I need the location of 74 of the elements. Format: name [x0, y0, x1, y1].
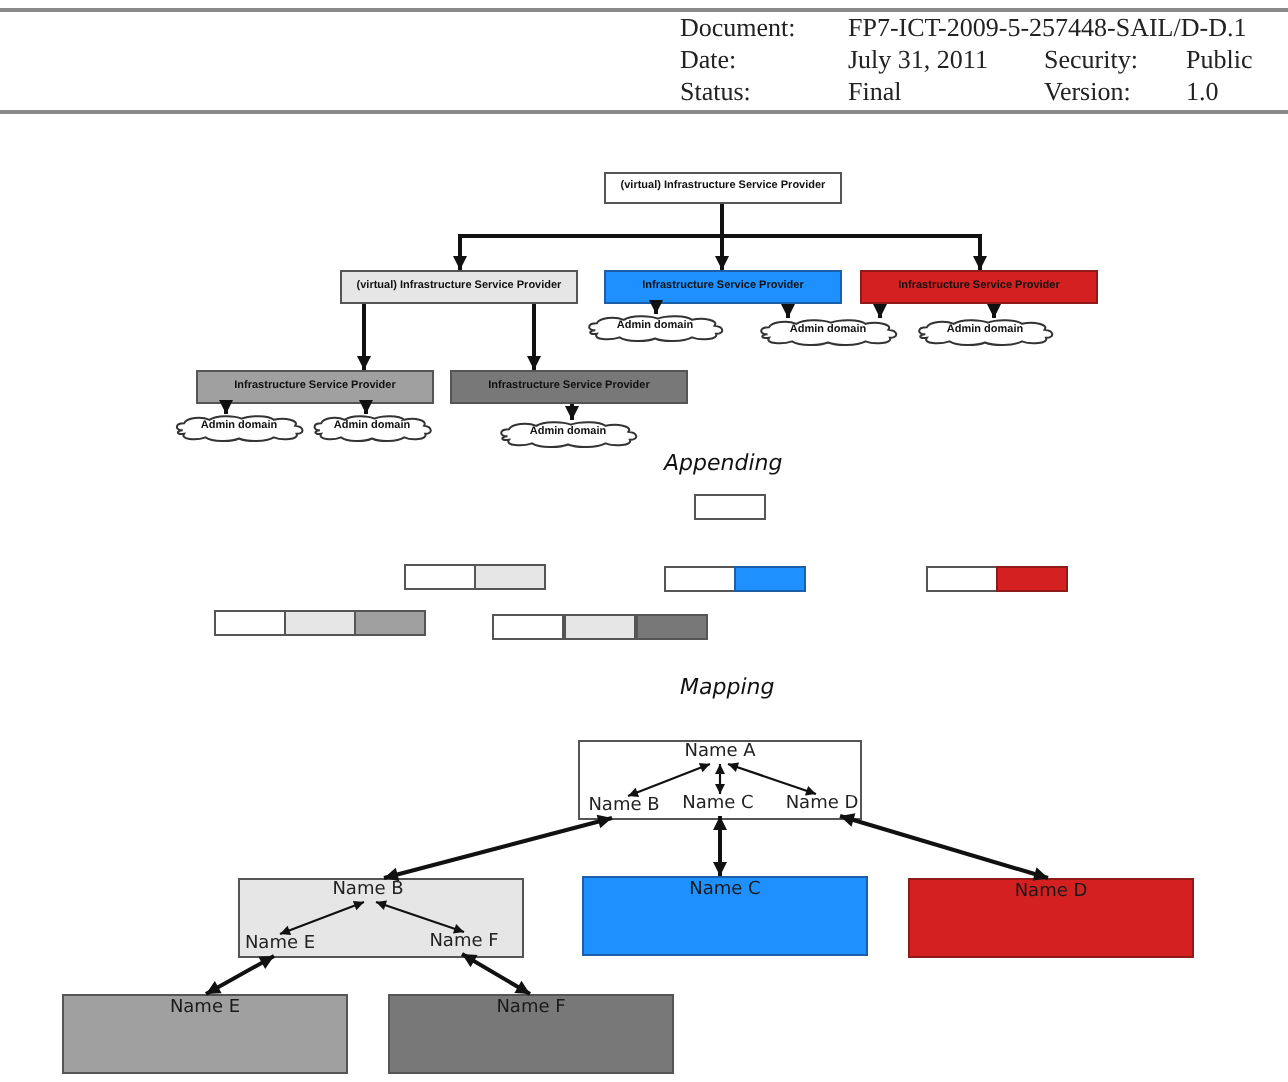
field-value: 1.0	[1186, 76, 1219, 106]
double-arrow	[713, 816, 727, 876]
mapping-box	[388, 994, 674, 1074]
provider-box	[860, 270, 1098, 304]
provider-box	[340, 270, 578, 304]
provider-box	[604, 270, 842, 304]
field-label: Security:	[1044, 44, 1138, 74]
double-arrow	[205, 954, 275, 996]
arrow	[527, 304, 541, 370]
field-value: FP7-ICT-2009-5-257448-SAIL/D-D.1	[848, 12, 1247, 42]
cloud-shape	[756, 318, 900, 346]
name-label: Name F	[427, 932, 501, 954]
arrow	[359, 400, 373, 414]
arrow	[720, 204, 987, 270]
mapping-box	[62, 994, 348, 1074]
provider-box	[196, 370, 434, 404]
provider-box	[564, 614, 636, 640]
provider-box	[284, 610, 356, 636]
provider-box	[474, 564, 546, 590]
cloud-shape	[584, 314, 726, 342]
arrow	[649, 300, 663, 314]
field-value: Public	[1186, 44, 1253, 74]
arrow	[873, 304, 887, 318]
arrow	[357, 304, 371, 370]
double-arrow	[383, 814, 613, 882]
box-label: Name F	[496, 998, 566, 1020]
provider-box	[492, 614, 564, 640]
field-label: Version:	[1044, 76, 1131, 106]
double-arrow	[279, 900, 365, 936]
name-label: Name B	[330, 880, 406, 902]
field-value: Final	[848, 76, 902, 106]
provider-box	[926, 566, 998, 592]
section-heading: Appending	[664, 450, 783, 476]
field-label: Date:	[680, 44, 737, 74]
cloud-shape	[310, 414, 434, 442]
mapping-box	[238, 878, 524, 958]
provider-box	[354, 610, 426, 636]
mapping-box	[908, 878, 1194, 958]
provider-box	[214, 610, 286, 636]
name-label: Name A	[682, 742, 758, 764]
name-label: Name B	[586, 796, 662, 818]
double-arrow	[715, 764, 725, 794]
double-arrow	[727, 762, 817, 796]
arrow	[987, 304, 1001, 318]
cloud-shape	[496, 420, 640, 448]
box-label: Name D	[1014, 882, 1088, 904]
field-value: July 31, 2011	[848, 44, 988, 74]
name-label: Name C	[680, 794, 756, 816]
double-arrow	[461, 952, 531, 996]
provider-box	[604, 172, 842, 204]
arrow	[781, 304, 795, 318]
name-label: Name E	[242, 934, 318, 956]
provider-box	[404, 564, 476, 590]
provider-box	[450, 370, 688, 404]
box-label: Name E	[169, 998, 241, 1020]
field-label: Status:	[680, 76, 751, 106]
provider-box	[734, 566, 806, 592]
arrow	[565, 404, 579, 420]
provider-box	[694, 494, 766, 520]
double-arrow	[839, 813, 1049, 881]
arrow	[219, 400, 233, 414]
provider-box	[664, 566, 736, 592]
provider-box	[996, 566, 1068, 592]
mapping-box	[582, 876, 868, 956]
mapping-box	[578, 740, 862, 820]
double-arrow	[627, 762, 711, 798]
name-label: Name D	[783, 794, 861, 816]
double-arrow	[375, 900, 465, 934]
provider-box	[636, 614, 708, 640]
cloud-shape	[914, 318, 1056, 346]
section-heading: Mapping	[680, 674, 775, 700]
cloud-shape	[172, 414, 306, 442]
field-label: Document:	[680, 12, 796, 42]
box-label: Name C	[689, 880, 761, 902]
